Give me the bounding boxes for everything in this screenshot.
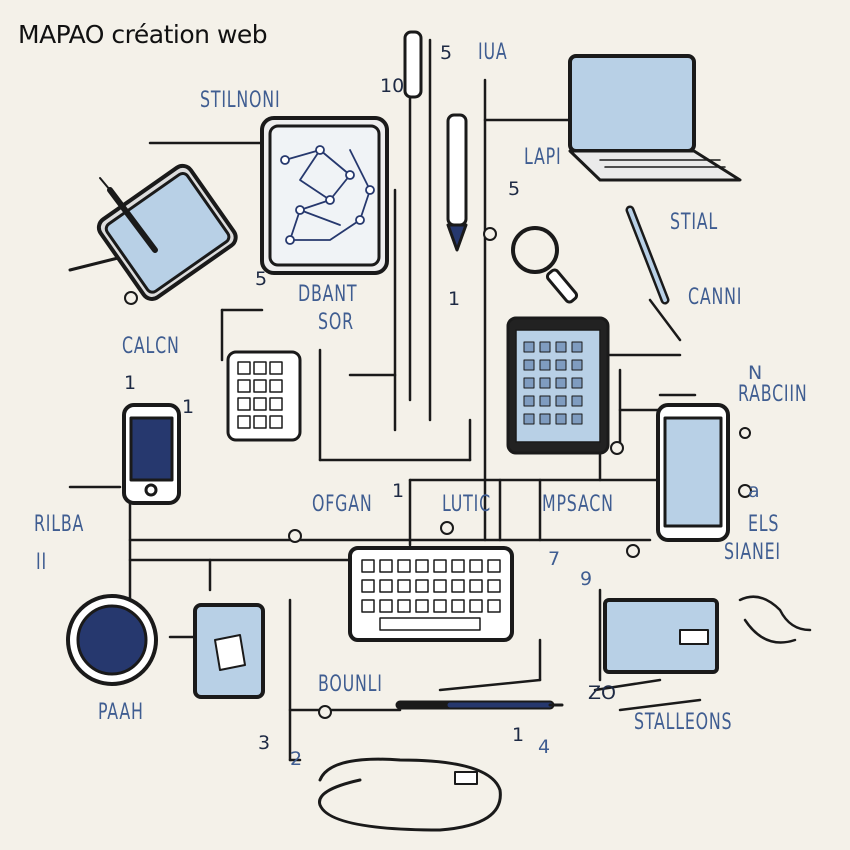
- label-stlnoni: STILNONI: [200, 88, 281, 113]
- marker-5a: 5: [440, 42, 453, 64]
- marker-1b: 1: [124, 372, 137, 394]
- label-cannl: CANNI: [688, 285, 743, 310]
- book-tablet: [193, 603, 265, 699]
- label-paah: PAAH: [98, 700, 144, 725]
- phone-network-map: [260, 116, 389, 275]
- pen-column: [403, 30, 468, 252]
- marker-1d: 1: [392, 480, 405, 502]
- marker-5c: 5: [255, 268, 268, 290]
- phone-left: [122, 403, 181, 505]
- label-lutic: LUTIC: [442, 492, 491, 517]
- calculator: [226, 350, 302, 442]
- marker-1e: 1: [512, 724, 525, 746]
- stylus-right: [625, 205, 670, 305]
- connector-nodes: [124, 227, 752, 719]
- cable-bottom: [318, 757, 502, 832]
- label-iua: IUA: [478, 40, 508, 65]
- marker-3: 3: [258, 732, 271, 754]
- label-mpsacn: MPSACN: [542, 492, 614, 517]
- label-bounlji: BOUNLI: [318, 672, 383, 697]
- device-right-bottom: [603, 595, 812, 674]
- label-dbant: DBANT: [298, 282, 358, 307]
- label-ll: II: [36, 550, 47, 575]
- label-rilba: RILBA: [34, 512, 85, 537]
- round-device: [66, 594, 158, 686]
- label-stial: STIAL: [670, 210, 719, 235]
- label-lapi: LAPI: [524, 145, 562, 170]
- tablet-grid: [506, 316, 610, 455]
- keyboard: [348, 546, 514, 642]
- connector-lines: [68, 38, 702, 762]
- label-rabclin: RABCIIN: [738, 382, 808, 407]
- marker-5b: 5: [508, 178, 521, 200]
- marker-2: 2: [290, 748, 303, 770]
- magnifier: [511, 226, 579, 304]
- marker-N: N: [748, 362, 763, 384]
- marker-zo: ZO: [588, 682, 616, 704]
- marker-10: 10: [380, 75, 405, 97]
- label-sor: SOR: [318, 310, 354, 335]
- phone-right: [656, 403, 730, 542]
- marker-9: 9: [580, 568, 593, 590]
- marker-7: 7: [548, 548, 561, 570]
- tablet-topleft: [68, 163, 238, 301]
- marker-a: a: [748, 480, 760, 502]
- marker-4: 4: [538, 736, 551, 758]
- label-stallons: STALLEONS: [634, 710, 733, 735]
- marker-1c: 1: [182, 396, 195, 418]
- label-els: ELS: [748, 512, 780, 537]
- label-calcn: CALCN: [122, 334, 180, 359]
- label-organ: OFGAN: [312, 492, 373, 517]
- brand-title: MAPAO création web: [18, 20, 268, 49]
- marker-1a: 1: [448, 288, 461, 310]
- label-sianel: SIANEI: [724, 540, 781, 565]
- laptop-topright: [568, 54, 742, 182]
